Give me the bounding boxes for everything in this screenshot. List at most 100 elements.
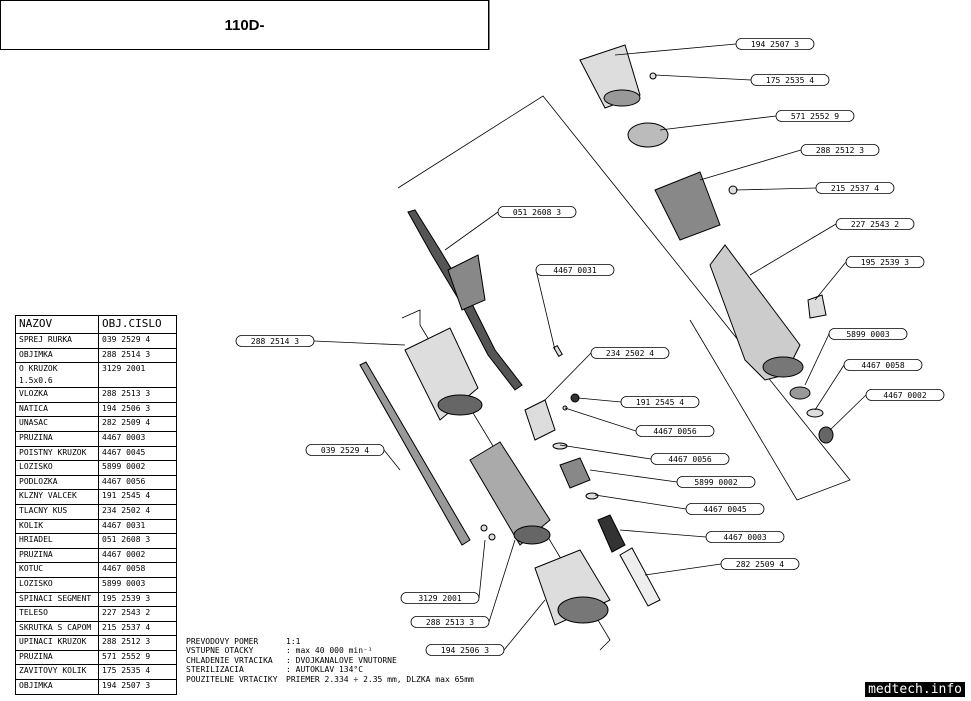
callout-box (735, 38, 815, 50)
leader-line (735, 187, 817, 191)
clamping-ring-part (654, 171, 721, 241)
callout-box (635, 425, 715, 437)
callout-box (775, 110, 855, 122)
note-key: POUZITELNE VRTACIKY (186, 674, 278, 684)
part-name-cell: TELESO (15, 606, 99, 622)
callout-label: 571 2552 9 (791, 112, 839, 121)
note-value: : DVOJKANALOVE VNUTORNE (286, 655, 397, 665)
callout-label: 227 2543 2 (851, 220, 899, 229)
part-number-cell: 234 2502 4 (98, 503, 177, 520)
note-row: VSTUPNE OTACKY : max 40 000 min⁻¹ (186, 646, 474, 655)
part-number-cell: 4467 0003 (98, 430, 177, 447)
callout-box (400, 592, 480, 604)
part-name-cell: SPINACI SEGMENT (15, 591, 99, 608)
callout-box (425, 644, 505, 656)
assembly-guide-right (397, 95, 851, 501)
part-number-cell: 175 2535 4 (98, 664, 177, 681)
callout-label: 3129 2001 (418, 594, 462, 603)
callout-box (235, 335, 315, 347)
callout: 5899 0003 (804, 328, 908, 386)
part-name-cell: SPREJ RURKA (15, 333, 99, 349)
callout-box (835, 218, 915, 230)
leader-line (444, 211, 499, 251)
watermark: medtech.info (865, 682, 965, 697)
leader-line (589, 469, 678, 483)
leader-line (503, 599, 546, 651)
leader-line (814, 261, 847, 301)
part-name-cell: HRIADEL (15, 533, 99, 549)
callout-label: 5899 0002 (694, 478, 738, 487)
part-number-cell: 4467 0045 (98, 445, 177, 462)
callout: 234 2502 4 (544, 347, 670, 401)
part-name-cell: OBJIMKA (15, 347, 99, 364)
part-name-cell: UNASAC (15, 416, 99, 432)
callout: 4467 0031 (535, 264, 615, 351)
leader-line (814, 364, 845, 411)
callout-box (800, 144, 880, 156)
spring-small-part (818, 426, 834, 444)
screw-part (728, 185, 738, 195)
callout-label: 194 2506 3 (441, 646, 489, 655)
part-name-cell: PRUZINA (15, 430, 99, 447)
callout-label: 194 2507 3 (751, 40, 799, 49)
leader-line (478, 539, 486, 599)
note-key: PREVODOVY POMER (186, 637, 259, 646)
spring-part (627, 122, 669, 148)
leader-line (644, 563, 722, 576)
callout-box (750, 74, 830, 86)
part-number-cell: 194 2507 3 (98, 679, 177, 695)
header-name: NAZOV (15, 315, 99, 334)
callout-label: 051 2608 3 (513, 208, 561, 217)
part-number-cell: 227 2543 2 (98, 606, 177, 622)
pin-small-part (553, 344, 563, 358)
part-name-cell: PODLOZKA (15, 474, 99, 491)
leader-line (699, 149, 802, 181)
leader-line (614, 43, 737, 56)
callout: 4467 0058 (814, 359, 923, 411)
part-number-cell: 5899 0003 (98, 576, 177, 593)
switch-segment-part (807, 294, 827, 319)
callout-label: 282 2509 4 (736, 560, 784, 569)
note-key: CHLADENIE VRTACIKA (186, 655, 273, 665)
leader-line (488, 539, 516, 623)
spray-tube-part (359, 361, 471, 546)
leader-line (564, 407, 637, 432)
callout-label: 4467 0003 (723, 533, 767, 542)
callout: 4467 0056 (564, 407, 715, 437)
part-number-cell: 288 2514 3 (98, 347, 177, 364)
note-key: VSTUPNE OTACKY (186, 646, 254, 656)
callout: 288 2514 3 (235, 335, 406, 347)
callout: 5899 0002 (589, 469, 756, 488)
callout: 051 2608 3 (444, 206, 577, 251)
callout-box (720, 558, 800, 570)
callout-label: 5899 0003 (846, 330, 890, 339)
part-name-cell: OBJIMKA (15, 679, 99, 695)
note-value: : max 40 000 min⁻¹ (286, 646, 373, 656)
callout-label: 4467 0045 (703, 505, 747, 514)
callout-label: 4467 0031 (553, 266, 597, 275)
callout-label: 234 2502 4 (606, 349, 654, 358)
leader-line (535, 269, 556, 351)
note-key: STERILIZACIA (186, 665, 244, 675)
part-number-cell: 195 2539 3 (98, 591, 177, 608)
part-name-cell: VLOZKA (15, 387, 99, 403)
callout-box (865, 389, 945, 401)
part-name-cell: PRUZINA (15, 547, 99, 564)
callout-label: 175 2535 4 (766, 76, 814, 85)
callout-label: 039 2529 4 (321, 446, 369, 455)
leader-line (619, 529, 707, 538)
callout-box (828, 328, 908, 340)
callout-box (305, 444, 385, 456)
leader-line (313, 340, 406, 346)
note-row: CHLADENIE VRTACIKA : DVOJKANALOVE VNUTORN… (186, 656, 474, 665)
